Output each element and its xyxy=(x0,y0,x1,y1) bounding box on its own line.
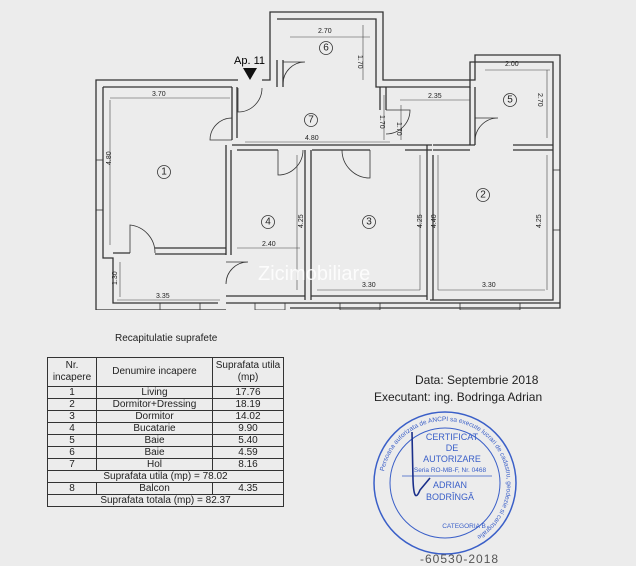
watermark: Zicimobiliare xyxy=(258,263,370,285)
cell-area: 9.90 xyxy=(212,422,284,435)
cell-name: Living xyxy=(96,386,213,399)
cell-area: 17.76 xyxy=(212,386,284,399)
dim-label: 3.35 xyxy=(156,293,170,300)
authorization-stamp: Persoana autorizata de ANCPI sa execute … xyxy=(373,411,517,555)
signature-icon xyxy=(411,431,431,497)
stamp-name1: ADRIAN xyxy=(433,480,467,490)
cell-nr: 1 xyxy=(47,386,97,399)
date-text: Data: Septembrie 2018 xyxy=(415,373,539,387)
header-nr: Nr. incapere xyxy=(47,357,97,387)
header-suprafata: Suprafata utila (mp) xyxy=(212,357,284,387)
apartment-label: Ap. 11 xyxy=(234,55,265,67)
room-number: 3 xyxy=(366,217,372,228)
recap-table: Nr. incapere Denumire incapere Suprafata… xyxy=(47,357,284,507)
recap-title: Recapitulatie suprafete xyxy=(115,333,218,344)
cell-nr: 4 xyxy=(47,422,97,435)
cell-nr: 8 xyxy=(47,482,97,495)
room-number: 1 xyxy=(161,167,167,178)
dim-label: 1.70 xyxy=(356,55,363,69)
floor-plan: 2.70 1.70 3.70 2.00 2.70 2.35 1.70 1.70 … xyxy=(95,11,561,310)
dim-label: 4.25 xyxy=(298,214,305,228)
entrance-arrow-icon xyxy=(243,68,257,80)
cell-total-totala: Suprafata totala (mp) = 82.37 xyxy=(47,494,284,507)
executant-text: Executant: ing. Bodringa Adrian xyxy=(374,390,543,404)
dim-label: 2.40 xyxy=(262,241,276,248)
table-row-total-utila: Suprafata utila (mp) = 78.02 xyxy=(47,470,284,483)
cell-area: 4.59 xyxy=(212,446,284,459)
stamp-name2: BODRÎNGĂ xyxy=(426,492,474,502)
dim-label: 4.25 xyxy=(536,214,543,228)
cell-nr: 3 xyxy=(47,410,97,423)
stamp-categoria: CATEGORIA B xyxy=(442,523,486,530)
stamp-line2: DE xyxy=(446,443,459,453)
cell-nr: 5 xyxy=(47,434,97,447)
dim-label: 1.70 xyxy=(395,122,402,136)
dim-label: 3.30 xyxy=(362,282,376,289)
dim-label: 2.70 xyxy=(318,28,332,35)
room-number: 5 xyxy=(507,95,513,106)
dim-label: 2.70 xyxy=(536,93,543,107)
header-denumire: Denumire incapere xyxy=(96,357,213,387)
cell-name: Dormitor xyxy=(96,410,213,423)
stamp-serie: Seria RO-MB-F, Nr. 0468 xyxy=(414,467,487,474)
table-row-total-totala: Suprafata totala (mp) = 82.37 xyxy=(47,494,284,507)
stamp-line3: AUTORIZARE xyxy=(423,454,481,464)
cell-total-utila: Suprafata utila (mp) = 78.02 xyxy=(47,470,284,483)
stamp-line1: CERTIFICAT xyxy=(426,432,479,442)
room-number: 6 xyxy=(323,43,329,54)
dim-label: 1.70 xyxy=(378,115,385,129)
cell-area: 18.19 xyxy=(212,398,284,411)
dim-label: 1.30 xyxy=(112,271,119,285)
dim-label: 2.35 xyxy=(428,93,442,100)
cell-name: Bucatarie xyxy=(96,422,213,435)
cell-nr: 6 xyxy=(47,446,97,459)
room-number: 4 xyxy=(265,217,271,228)
dim-label: 2.00 xyxy=(505,61,519,68)
dim-label: 3.30 xyxy=(482,282,496,289)
cell-name: Balcon xyxy=(96,482,213,495)
cell-name: Baie xyxy=(96,434,213,447)
cell-area: 8.16 xyxy=(212,458,284,471)
dim-label: 4.25 xyxy=(417,214,424,228)
cell-nr: 7 xyxy=(47,458,97,471)
room-number: 7 xyxy=(308,115,314,126)
dim-label: 3.70 xyxy=(152,91,166,98)
cell-name: Dormitor+Dressing xyxy=(96,398,213,411)
cell-name: Hol xyxy=(96,458,213,471)
bottom-code: -60530-2018 xyxy=(420,552,500,566)
cell-nr: 2 xyxy=(47,398,97,411)
cell-area: 4.35 xyxy=(212,482,284,495)
dim-label: 4.80 xyxy=(305,135,319,142)
dim-label: 4.80 xyxy=(106,151,113,165)
cell-name: Baie xyxy=(96,446,213,459)
dim-label: 4.40 xyxy=(431,214,438,228)
cell-area: 14.02 xyxy=(212,410,284,423)
cell-area: 5.40 xyxy=(212,434,284,447)
room-number: 2 xyxy=(480,190,486,201)
